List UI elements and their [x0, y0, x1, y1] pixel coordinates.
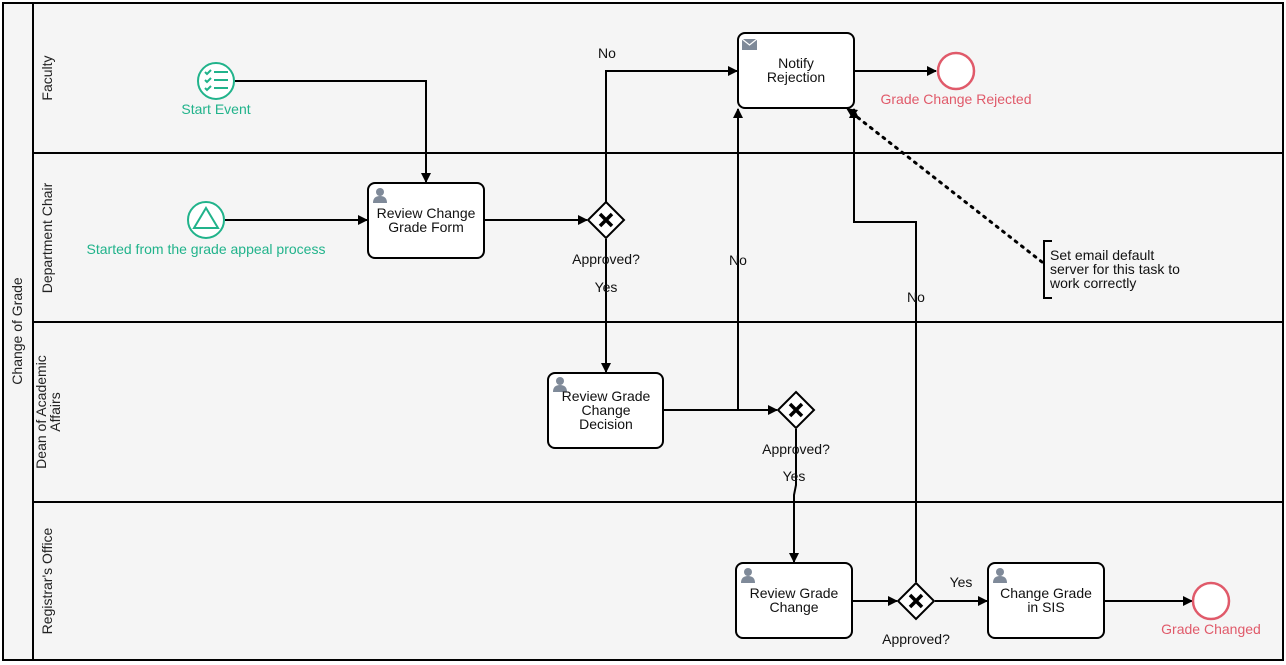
- gateway-chair-label: Approved?: [572, 251, 640, 267]
- exclusive-x-icon: [908, 593, 924, 609]
- end-event-rejected[interactable]: [936, 51, 976, 91]
- task-change-sis-line1: Change Grade: [1000, 585, 1092, 601]
- gateway-dean-label: Approved?: [762, 441, 830, 457]
- start-event[interactable]: [197, 62, 235, 100]
- task-change-grade-in-sis[interactable]: Change Grade in SIS: [987, 562, 1105, 639]
- flow-dean-yes-to-registrar-review: [789, 429, 799, 563]
- flow-dean-no-to-notify: [733, 108, 777, 411]
- flow-start-to-review-form: [235, 80, 431, 183]
- task-review-grade-change-decision[interactable]: Review Grade Change Decision: [547, 372, 664, 449]
- exclusive-x-icon: [788, 402, 804, 418]
- annotation-line1: Set email default: [1050, 247, 1154, 263]
- task-review-change-grade-form[interactable]: Review Change Grade Form: [367, 182, 485, 259]
- start-event-appeal-label: Started from the grade appeal process: [87, 241, 326, 257]
- start-event-label: Start Event: [181, 101, 250, 117]
- pool-label: Change of Grade: [9, 277, 25, 385]
- gateway-registrar-label: Approved?: [882, 631, 950, 647]
- task-review-decision-line3: Decision: [579, 416, 633, 432]
- annotation-line2: server for this task to: [1050, 261, 1180, 277]
- task-change-sis-line2: in SIS: [1027, 599, 1064, 615]
- task-notify-line1: Notify: [778, 55, 814, 71]
- lane-label-dean-line2: Affairs: [47, 392, 63, 431]
- annotation-association: [850, 111, 1044, 264]
- lane-label-registrar: Registrar's Office: [39, 527, 55, 634]
- flow-chair-no-to-notify: [605, 66, 738, 202]
- task-review-grade-change[interactable]: Review Grade Change: [735, 562, 853, 639]
- envelope-icon: [741, 38, 758, 50]
- user-icon: [741, 568, 755, 583]
- user-icon: [553, 377, 567, 392]
- edge-label-chair-no: No: [598, 45, 616, 61]
- edge-label-registrar-no: No: [907, 289, 925, 305]
- text-annotation[interactable]: Set email default server for this task t…: [1043, 240, 1180, 299]
- flow-registrar-no-to-notify: [849, 108, 917, 582]
- task-review-form-line2: Grade Form: [388, 219, 463, 235]
- checklist-icon: [204, 69, 228, 92]
- gateway-chair-approved[interactable]: [586, 200, 626, 240]
- user-icon: [373, 188, 387, 203]
- edge-label-dean-yes: Yes: [783, 468, 806, 484]
- lane-label-department-chair: Department Chair: [39, 182, 55, 293]
- gateway-dean-approved[interactable]: [776, 390, 816, 430]
- exclusive-x-icon: [598, 212, 614, 228]
- end-event-changed-label: Grade Changed: [1161, 621, 1261, 637]
- edge-label-chair-yes: Yes: [595, 279, 618, 295]
- end-event-rejected-label: Grade Change Rejected: [881, 91, 1032, 107]
- task-review-change-line2: Change: [769, 599, 818, 615]
- gateway-registrar-approved[interactable]: [896, 581, 936, 621]
- end-event-changed[interactable]: [1191, 581, 1231, 621]
- lane-label-dean-line1: Dean of Academic: [33, 355, 49, 469]
- task-review-decision-line2: Change: [581, 402, 630, 418]
- start-event-appeal[interactable]: [187, 201, 225, 239]
- user-icon: [993, 568, 1007, 583]
- task-review-change-line1: Review Grade: [750, 585, 839, 601]
- edge-label-dean-no: No: [729, 252, 747, 268]
- task-review-decision-line1: Review Grade: [562, 388, 651, 404]
- edge-label-registrar-yes: Yes: [950, 574, 973, 590]
- signal-triangle-icon: [192, 206, 220, 229]
- task-notify-line2: Rejection: [767, 69, 825, 85]
- sequence-flows: [225, 66, 1193, 606]
- task-notify-rejection[interactable]: Notify Rejection: [737, 32, 855, 109]
- task-review-form-line1: Review Change: [377, 205, 476, 221]
- annotation-line3: work correctly: [1049, 275, 1136, 291]
- lane-label-faculty: Faculty: [39, 55, 55, 100]
